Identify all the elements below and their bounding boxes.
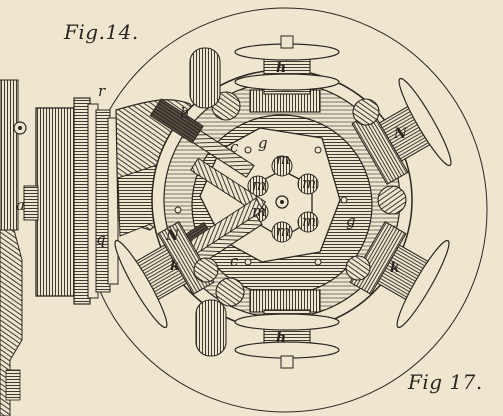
bevel-gears xyxy=(247,155,319,243)
figure-caption-bottom: Fig 17. xyxy=(408,370,483,394)
drive-pulley xyxy=(23,97,119,305)
label-r: r xyxy=(98,82,106,100)
top-bracket xyxy=(189,35,340,121)
label-m3: m xyxy=(302,212,316,230)
label-c-bottom: c xyxy=(230,252,239,270)
label-m6: m xyxy=(252,176,266,194)
label-h-top: h xyxy=(276,60,286,76)
label-c-top: c xyxy=(230,138,239,156)
label-q: q xyxy=(96,230,106,248)
upper-right-bracket xyxy=(351,77,452,215)
label-g-top: g xyxy=(258,134,268,152)
figure-caption-top: Fig.14. xyxy=(64,20,139,44)
bolt-holes xyxy=(174,146,348,266)
label-m5: m xyxy=(252,202,266,220)
lower-left-bracket xyxy=(114,220,219,329)
label-N-left: N xyxy=(165,228,180,244)
drawing-labels: a r q h c g g c m m m m m m h h k k N N xyxy=(16,60,408,346)
lower-right-bracket xyxy=(345,220,450,329)
label-k-right: k xyxy=(390,260,400,276)
label-N-right: N xyxy=(393,126,408,142)
label-a: a xyxy=(16,196,25,214)
label-h: h xyxy=(180,104,190,122)
label-k-left: k xyxy=(170,258,180,274)
label-h-bottom: h xyxy=(276,330,286,346)
left-fragment xyxy=(0,79,27,416)
label-m2: m xyxy=(302,174,316,192)
label-m4: m xyxy=(276,222,290,240)
bottom-bracket xyxy=(195,277,340,369)
label-g-right: g xyxy=(346,212,356,230)
label-m1: m xyxy=(276,150,290,168)
